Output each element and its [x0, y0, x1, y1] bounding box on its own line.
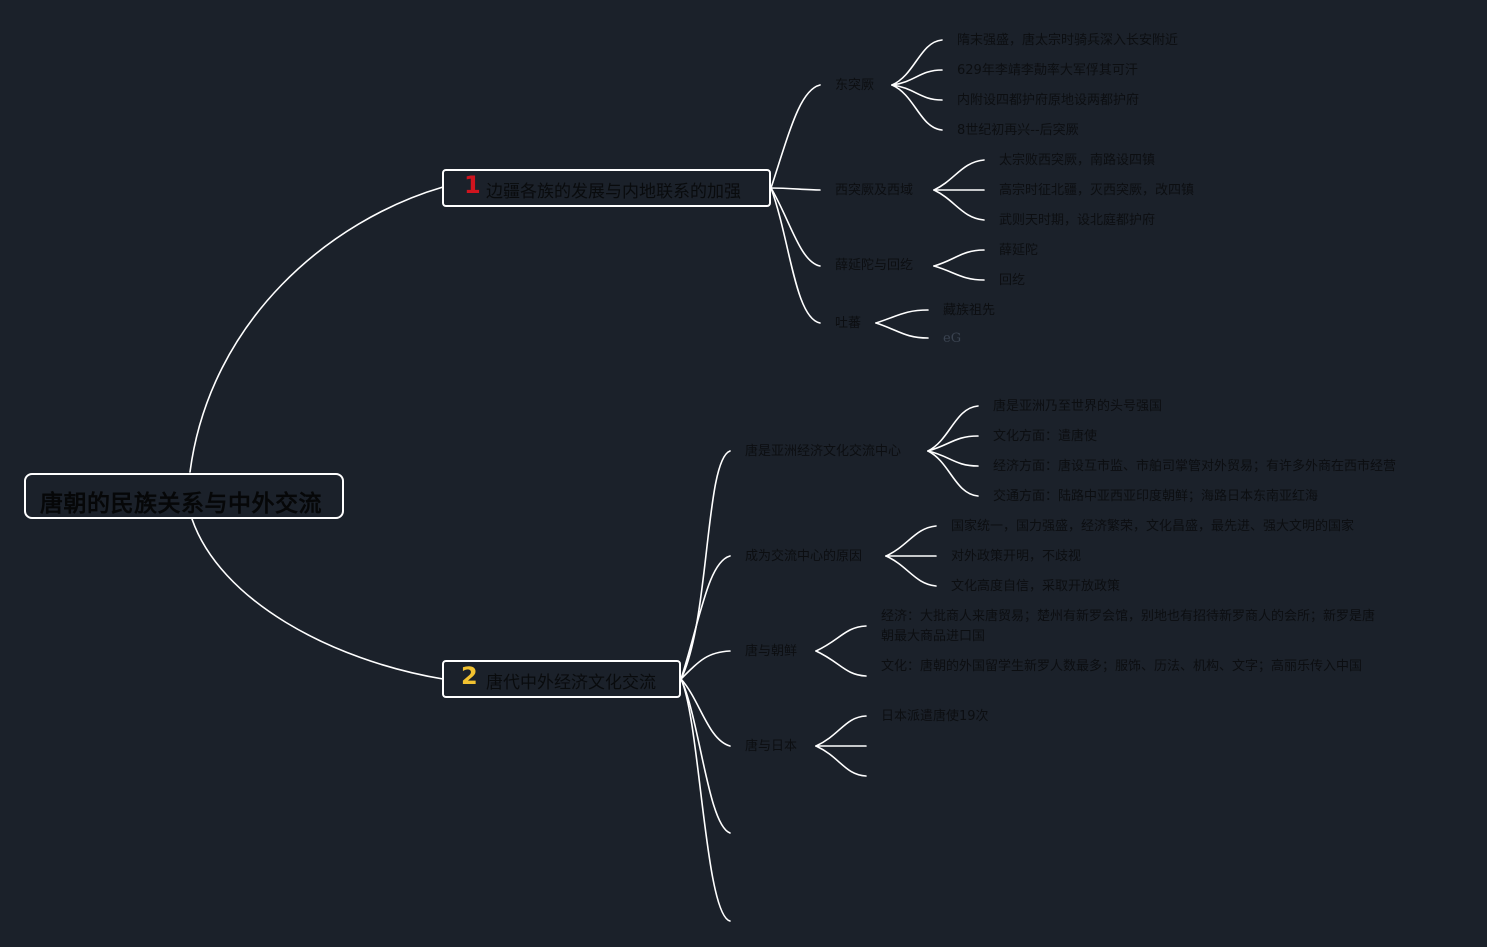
leaf-node[interactable]: 文化：唐朝的外国留学生新罗人数最多；服饰、历法、机构、文字；高丽乐传入中国	[881, 659, 1363, 674]
topic-1-title: 边疆各族的发展与内地联系的加强	[486, 182, 741, 202]
leaf-node[interactable]: 文化高度自信，采取开放政策	[951, 579, 1121, 594]
link-tubo-leaf	[875, 309, 929, 324]
branch-xitujue[interactable]: 西突厥及西域	[835, 183, 914, 198]
branch-exchange-center[interactable]: 唐是亚洲经济文化交流中心	[745, 444, 902, 459]
link-center-leaf	[927, 435, 979, 452]
leaf-node[interactable]: 文化方面：遣唐使	[993, 429, 1098, 444]
link-xitujue-leaf	[933, 189, 985, 221]
branch-dongtujue[interactable]: 东突厥	[835, 78, 875, 93]
leaf-node[interactable]: 太宗败西突厥，南路设四镇	[999, 153, 1156, 168]
leaf-node[interactable]: 隋末强盛，唐太宗时骑兵深入长安附近	[957, 33, 1179, 48]
leaf-node[interactable]: eG	[943, 331, 962, 346]
link-xueyantuo-leaf	[933, 249, 985, 267]
leaf-node[interactable]: 国家统一，国力强盛，经济繁荣，文化昌盛，最先进、强大文明的国家	[951, 519, 1355, 534]
link-center-leaf	[927, 450, 979, 497]
link-topic2-branch	[680, 678, 731, 747]
leaf-node[interactable]: 内附设四都护府原地设两都护府	[957, 93, 1140, 108]
link-japan-leaf	[815, 715, 867, 747]
leaf-node[interactable]: 对外政策开明，不歧视	[951, 549, 1082, 564]
leaf-node[interactable]: 藏族祖先	[943, 303, 996, 318]
link-topic2-branch	[680, 678, 731, 834]
link-korea-leaf	[815, 625, 867, 652]
link-tubo-leaf	[875, 322, 929, 339]
branch-korea[interactable]: 唐与朝鲜	[745, 644, 798, 659]
link-topic1-dongtujue	[770, 84, 821, 189]
link-topic2-branch	[680, 555, 731, 680]
leaf-node[interactable]: 交通方面：陆路中亚西亚印度朝鲜；海路日本东南亚红海	[993, 489, 1319, 504]
link-topic2-branch	[680, 450, 731, 680]
number-one-icon: 1	[464, 171, 481, 199]
link-dongtujue-leaf	[891, 39, 943, 86]
link-xitujue-leaf	[933, 159, 985, 191]
link-topic2-branch	[680, 678, 731, 922]
link-xueyantuo-leaf	[933, 265, 985, 281]
branch-xueyantuo[interactable]: 薛延陀与回纥	[835, 258, 914, 273]
link-topic2-branch	[680, 650, 731, 680]
link-root-topic2	[191, 518, 444, 680]
link-reason-leaf	[885, 555, 937, 587]
link-center-leaf	[927, 450, 979, 467]
branch-reasons[interactable]: 成为交流中心的原因	[745, 549, 863, 564]
leaf-node[interactable]: 高宗时征北疆，灭西突厥，改四镇	[999, 183, 1195, 198]
link-center-leaf	[927, 405, 979, 452]
root-node[interactable]: 唐朝的民族关系与中外交流	[24, 473, 344, 519]
link-root-topic1	[189, 186, 444, 473]
leaf-node[interactable]: 武则天时期，设北庭都护府	[999, 213, 1156, 228]
branch-tubo[interactable]: 吐蕃	[835, 316, 862, 331]
link-reason-leaf	[885, 525, 937, 557]
root-title: 唐朝的民族关系与中外交流	[40, 491, 322, 517]
number-two-icon: 2	[461, 662, 478, 690]
link-topic1-tubo	[770, 187, 821, 324]
leaf-node[interactable]: 经济：大批商人来唐贸易；楚州有新罗会馆，别地也有招待新罗商人的会所；新罗是唐朝最…	[881, 609, 1376, 644]
link-topic1-xitujue	[770, 187, 821, 191]
branch-japan[interactable]: 唐与日本	[745, 739, 798, 754]
topic-2-title: 唐代中外经济文化交流	[486, 673, 656, 693]
topic-node-1[interactable]: 1 边疆各族的发展与内地联系的加强	[442, 169, 771, 207]
link-korea-leaf	[815, 650, 867, 677]
leaf-node[interactable]: 回纥	[999, 273, 1026, 288]
link-topic1-xueyantuo	[770, 187, 821, 267]
leaf-node[interactable]: 经济方面：唐设互市监、市舶司掌管对外贸易；有许多外商在西市经营	[993, 459, 1397, 474]
link-dongtujue-leaf	[891, 84, 943, 101]
topic-node-2[interactable]: 2 唐代中外经济文化交流	[442, 660, 681, 698]
leaf-node[interactable]: 唐是亚洲乃至世界的头号强国	[993, 399, 1163, 414]
leaf-node[interactable]: 8世纪初再兴--后突厥	[957, 123, 1079, 138]
leaf-node[interactable]: 日本派遣唐使19次	[881, 709, 989, 724]
leaf-node[interactable]: 薛延陀	[999, 243, 1039, 258]
link-dongtujue-leaf	[891, 84, 943, 131]
link-dongtujue-leaf	[891, 69, 943, 86]
leaf-node[interactable]: 629年李靖李勣率大军俘其可汗	[957, 63, 1138, 78]
link-japan-leaf	[815, 745, 867, 777]
